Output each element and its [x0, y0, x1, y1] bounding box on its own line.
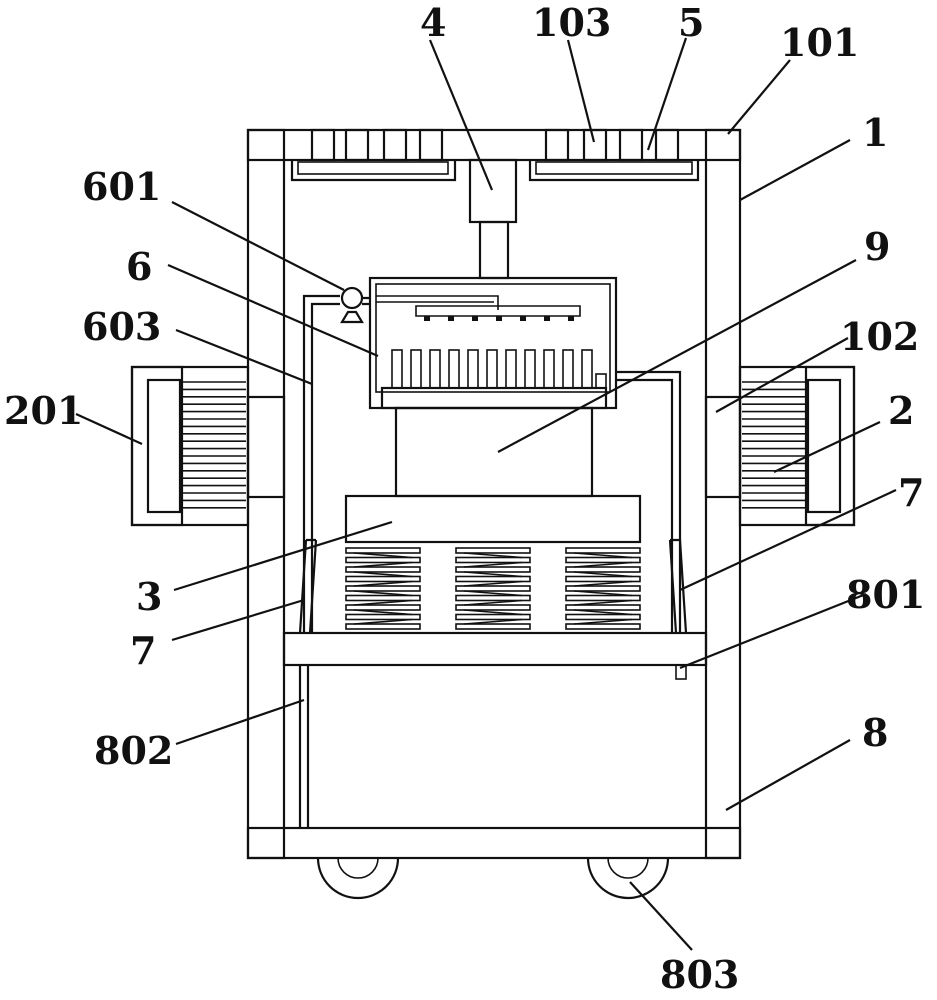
- spray-box: [368, 276, 618, 410]
- label-4: 4: [420, 0, 446, 45]
- label-7-right: 7: [898, 470, 924, 515]
- right-return-pipe: [616, 370, 682, 633]
- guide-rails: [298, 538, 688, 634]
- label-103: 103: [532, 0, 611, 45]
- right-fan-fins: [742, 381, 806, 509]
- left-fan-fins: [182, 381, 246, 509]
- top-filter-screens: [290, 160, 700, 182]
- label-7-left: 7: [130, 628, 156, 673]
- collection-tank: [298, 664, 687, 828]
- mold-block: [394, 406, 594, 498]
- label-1: 1: [862, 110, 888, 155]
- leader-lines: [75, 37, 897, 951]
- left-fan-unit: [130, 365, 250, 527]
- pump-and-pipe: [302, 286, 370, 633]
- label-603: 603: [82, 304, 161, 349]
- part-labels: 4 103 5 101 1 601 6 9 603 102 201 2 7 3 …: [4, 0, 925, 997]
- label-9: 9: [864, 224, 890, 269]
- label-101: 101: [780, 20, 859, 65]
- damping-springs: [345, 547, 641, 630]
- spray-nozzles: [424, 316, 574, 321]
- label-803: 803: [660, 952, 739, 997]
- label-801: 801: [846, 572, 925, 617]
- filter-cartridges: [391, 349, 593, 389]
- right-fan-unit: [738, 365, 856, 527]
- wheels: [316, 857, 670, 900]
- label-802: 802: [94, 728, 173, 773]
- label-601: 601: [82, 164, 161, 209]
- cylinder: [468, 158, 518, 280]
- support-platform: [344, 494, 642, 630]
- label-102: 102: [840, 314, 919, 359]
- housing: [246, 128, 742, 860]
- label-2: 2: [888, 388, 914, 433]
- label-3: 3: [136, 574, 162, 619]
- label-8: 8: [862, 710, 888, 755]
- label-6: 6: [126, 244, 152, 289]
- top-vent-slots: [310, 128, 680, 162]
- label-5: 5: [678, 0, 704, 45]
- label-201: 201: [4, 388, 83, 433]
